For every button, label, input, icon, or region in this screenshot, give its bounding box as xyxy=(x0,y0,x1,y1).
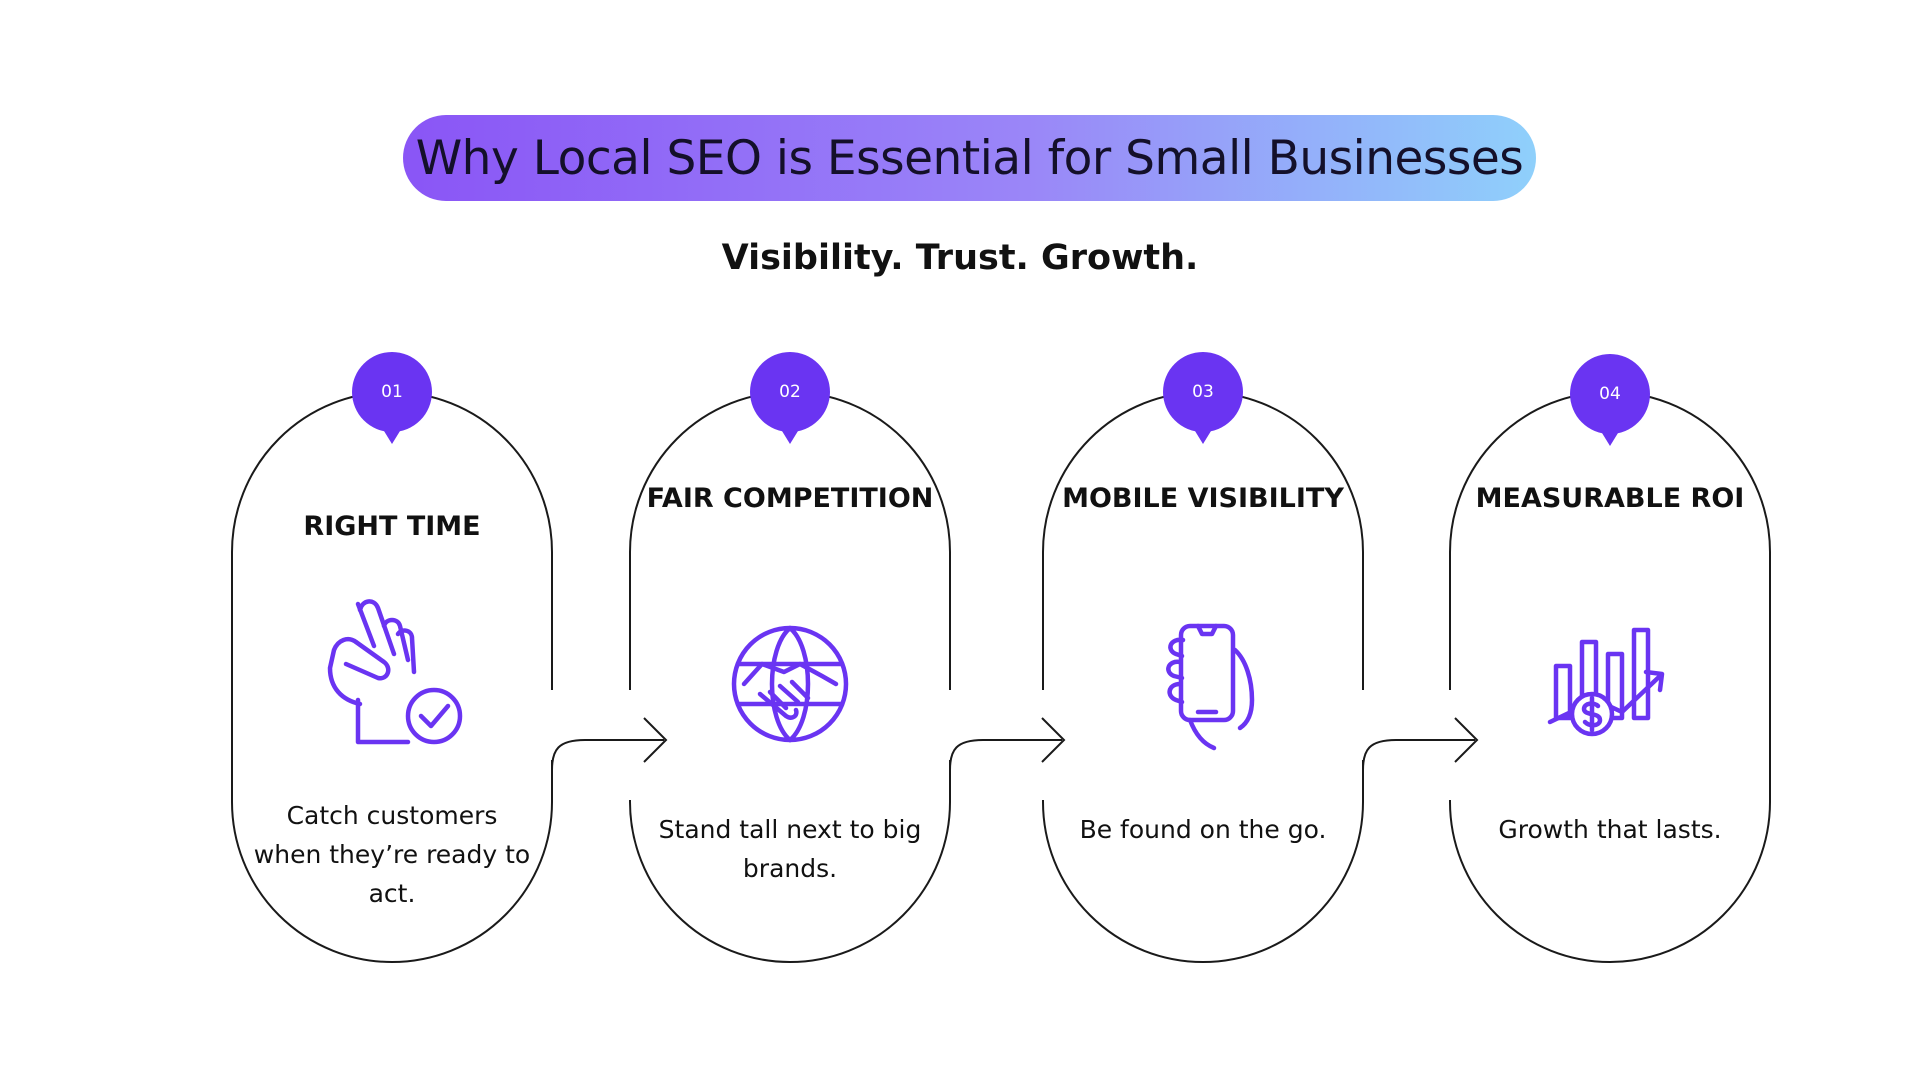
page-title: Why Local SEO is Essential for Small Bus… xyxy=(415,130,1524,186)
step-2-number: 02 xyxy=(779,382,801,402)
step-1-heading: RIGHT TIME xyxy=(303,511,481,542)
growth-chart-dollar-icon xyxy=(1547,627,1665,737)
step-2-description: Stand tall next to big brands. xyxy=(658,815,922,883)
page-subtitle: Visibility. Trust. Growth. xyxy=(721,238,1199,278)
connectors xyxy=(551,717,1479,771)
ok-hand-check-icon xyxy=(327,599,463,745)
hand-smartphone-icon xyxy=(1166,623,1255,751)
step-2-heading: FAIR COMPETITION xyxy=(646,483,934,514)
step-3-number: 03 xyxy=(1192,382,1214,402)
step-3-outline-bottom xyxy=(1042,760,1364,963)
step-1-description: Catch customers when they’re ready to ac… xyxy=(253,801,531,908)
step-3-description: Be found on the go. xyxy=(1079,815,1327,844)
step-1-outline xyxy=(231,391,553,963)
arrow-3-4-icon xyxy=(1454,717,1479,763)
arrow-2-3-icon xyxy=(1041,717,1066,763)
step-4-description: Growth that lasts. xyxy=(1498,815,1722,844)
globe-handshake-icon xyxy=(731,625,849,743)
step-1-number: 01 xyxy=(381,382,403,402)
step-3-heading: MOBILE VISIBILITY xyxy=(1062,483,1344,514)
step-4-number: 04 xyxy=(1599,384,1621,404)
step-2-outline-bottom xyxy=(629,760,951,963)
connector-1-2 xyxy=(551,739,664,771)
connector-2-3 xyxy=(949,739,1062,771)
connector-3-4 xyxy=(1362,739,1475,771)
step-4-outline xyxy=(1449,391,1771,963)
arrow-1-2-icon xyxy=(643,717,668,763)
title-banner: Why Local SEO is Essential for Small Bus… xyxy=(403,115,1536,201)
step-4-heading: MEASURABLE ROI xyxy=(1475,483,1745,514)
